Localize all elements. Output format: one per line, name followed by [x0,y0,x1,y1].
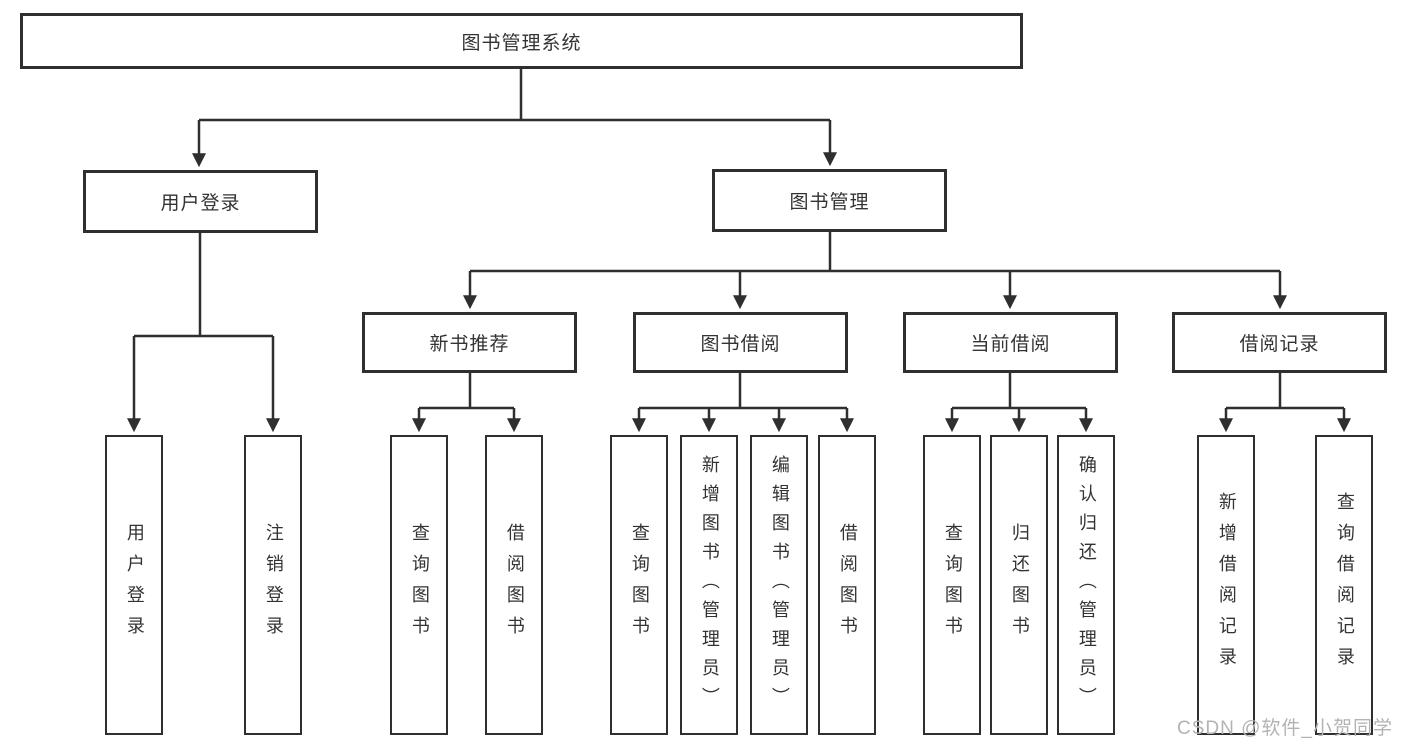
leaf-label: 新增图书（管理员） [699,454,720,716]
leaf-label: 查询图书 [409,523,430,647]
leaf-label: 用户登录 [124,523,145,647]
node-borrow-records: 借阅记录 [1172,312,1387,373]
leaf-bb-borrow-book: 借阅图书 [818,435,876,735]
leaf-nb-borrow-book: 借阅图书 [485,435,543,735]
leaf-cb-return-book: 归还图书 [990,435,1048,735]
leaf-nb-query-book: 查询图书 [390,435,448,735]
leaf-cb-confirm-return: 确认归还（管理员） [1057,435,1115,735]
leaf-label: 归还图书 [1009,523,1030,647]
leaf-label: 借阅图书 [837,523,858,647]
node-book-borrow: 图书借阅 [633,312,848,373]
leaf-cb-query-book: 查询图书 [923,435,981,735]
leaf-logout: 注销登录 [244,435,302,735]
leaf-label: 确认归还（管理员） [1076,454,1097,716]
leaf-br-query-record: 查询借阅记录 [1315,435,1373,735]
leaf-bb-query-book: 查询图书 [610,435,668,735]
leaf-label: 查询借阅记录 [1334,492,1355,678]
leaf-label: 借阅图书 [504,523,525,647]
leaf-label: 编辑图书（管理员） [769,454,790,716]
leaf-label: 新增借阅记录 [1216,492,1237,678]
node-new-book-recommend: 新书推荐 [362,312,577,373]
leaf-label: 查询图书 [629,523,650,647]
leaf-user-login: 用户登录 [105,435,163,735]
leaf-bb-add-book: 新增图书（管理员） [680,435,738,735]
leaf-label: 注销登录 [263,523,284,647]
csdn-watermark: CSDN @软件_小贺同学 [1177,718,1393,739]
node-book-management: 图书管理 [712,169,947,232]
node-user-login: 用户登录 [83,170,318,233]
node-current-borrow: 当前借阅 [903,312,1118,373]
leaf-label: 查询图书 [942,523,963,647]
node-root: 图书管理系统 [20,13,1023,69]
leaf-bb-edit-book: 编辑图书（管理员） [750,435,808,735]
leaf-br-add-record: 新增借阅记录 [1197,435,1255,735]
